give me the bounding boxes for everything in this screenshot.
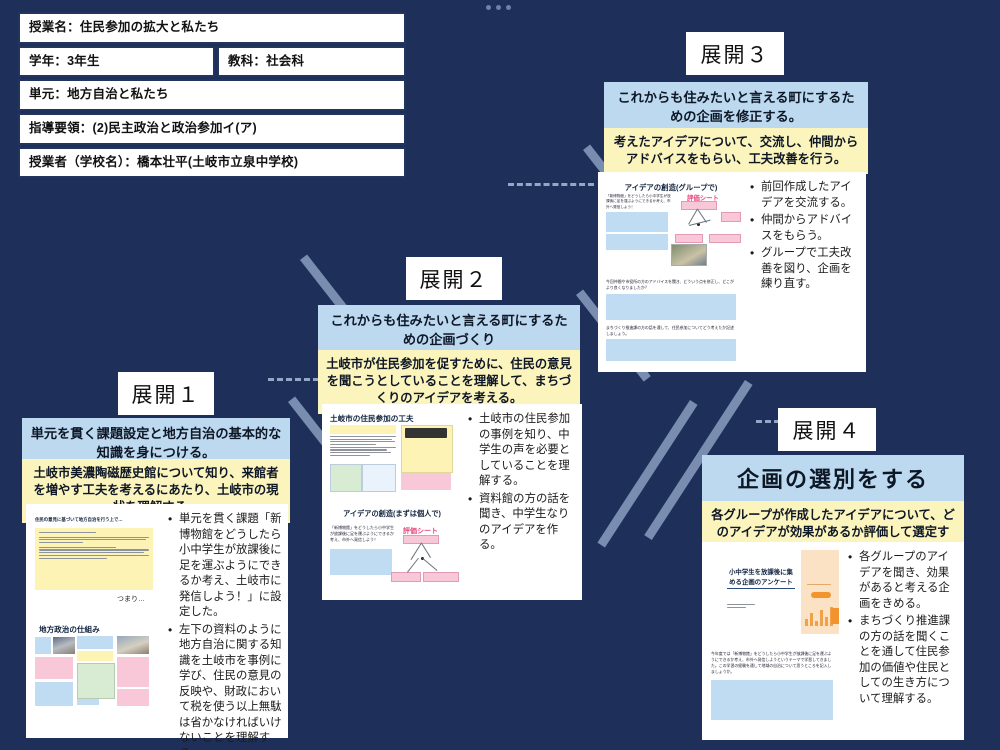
section-3-goal: これからも住みたいと言える町にするための企画を修正する。 — [604, 82, 868, 133]
meta-teacher: 授業者（学校名）：橋本壮平(土岐市立泉中学校) — [18, 146, 406, 179]
bullet-item: 各グループのアイデアを聞き、効果があると考える企画をきめる。 — [848, 549, 958, 612]
slide-thumbnail[interactable]: 土岐市の住民参加の工夫 — [325, 408, 459, 497]
slide-thumbnail[interactable]: アイデアの創造(まずは個人で) 「新博物館」をどうしたら小中学生が放課後に足を運… — [325, 502, 459, 591]
slide-thumbnail[interactable]: 小中学生を放課後に集める企画のアンケート — [705, 546, 839, 638]
dot-3 — [506, 5, 511, 10]
worksheet-question-1: 今年度では「新博物館」をどうしたら小中学生が放課後に足を運ぶようにできるか考え、… — [711, 651, 832, 675]
dot-1 — [486, 5, 491, 10]
bullet-item: 前回作成したアイデアを交流する。 — [750, 179, 860, 211]
slide-title: 土岐市の住民参加の工夫 — [330, 414, 414, 423]
slide-thumbnail[interactable]: 住民の意見に基づいて地方自治を行う上で… つまり… — [29, 508, 159, 612]
meta-subject: 教科：社会科 — [217, 45, 406, 78]
section-3-activity: 考えたアイデアについて、交流し、仲間からアドバイスをもらい、工夫改善を行う。 — [604, 128, 868, 175]
lesson-meta-table: 授業名：住民参加の拡大と私たち 学年：3年生 教科：社会科 単元：地方自治と私た… — [18, 12, 406, 180]
slide-title: アイデアの創造(まずは個人で) — [343, 509, 441, 518]
meta-grade: 学年：3年生 — [18, 45, 215, 78]
meta-row: 指導要領：(2)民主政治と政治参加イ(ア) — [18, 112, 406, 145]
section-4-panel: 小中学生を放課後に集める企画のアンケート — [702, 542, 964, 740]
section-2-bullets: 土岐市の住民参加の事例を知り、中学生の声を必要としていることを理解する。 資料館… — [462, 404, 582, 600]
meta-row: 学年：3年生 教科：社会科 — [18, 45, 406, 78]
meta-guideline: 指導要領：(2)民主政治と政治参加イ(ア) — [18, 112, 406, 145]
meta-row: 授業者（学校名）：橋本壮平(土岐市立泉中学校) — [18, 146, 406, 179]
slide-title: 地方政治の仕組み — [39, 625, 100, 634]
slide-title: アイデアの創造(グループで) — [624, 183, 718, 192]
slide-thumbnail[interactable]: 今年度では「新博物館」をどうしたら小中学生が放課後に足を運ぶようにできるか考え、… — [705, 643, 839, 735]
section-2-thumbnails: 土岐市の住民参加の工夫 — [322, 404, 462, 600]
eval-sheet-label: 評価シート — [687, 195, 719, 202]
bullet-item: まちづくり推進課の方の話を聞くことを通して住民参加の価値や住民としての生き方につ… — [848, 613, 958, 707]
section-1-activity: 土岐市美濃陶磁歴史館について知り、来館者を増やす工夫を考えるにあたり、土岐市の現… — [22, 459, 290, 523]
slide-title: 住民の意見に基づいて地方自治を行う上で… — [35, 517, 123, 522]
bullet-item: グループで工夫改善を図り、企画を練り直す。 — [750, 245, 860, 293]
bullet-item: 左下の資料のように地方自治に関する知識を土岐市を事例に学び、住民の意見の反映や、… — [168, 622, 282, 750]
slide-thumbnail[interactable]: 今回仲間や市役所の方のアドバイスを聞き、どういう点を修正し、どこがより良くなりま… — [601, 273, 741, 365]
meta-lesson-name: 授業名：住民参加の拡大と私たち — [18, 12, 406, 44]
slide-thumbnail[interactable]: 地方政治の仕組み — [29, 617, 159, 721]
section-4-tab: 展開４ — [778, 408, 876, 451]
meta-row: 単元：地方自治と私たち — [18, 79, 406, 111]
top-dots — [486, 5, 511, 10]
survey-bar-chart — [805, 604, 834, 626]
section-1-tab: 展開１ — [118, 372, 214, 415]
connector-1-2 — [268, 378, 346, 381]
bullet-item: 仲間からアドバイスをもらう。 — [750, 212, 860, 244]
worksheet-question-1: 今回仲間や市役所の方のアドバイスを聞き、どういう点を修正し、どこがより良くなりま… — [606, 279, 734, 290]
worksheet-question-2: まちづくり推進課の方の話を通して、住民参加についてどう考えたか記述しましょう。 — [606, 324, 734, 336]
section-1-panel: 住民の意見に基づいて地方自治を行う上で… つまり… — [26, 504, 288, 750]
bullet-item: 資料館の方の話を聞き、中学生なりのアイデアを作る。 — [468, 491, 576, 554]
meta-row: 授業名：住民参加の拡大と私たち — [18, 12, 406, 44]
bullet-item: 単元を貫く課題「新博物館をどうしたら小中学生が放課後に足を運ぶようにできるか考え… — [168, 511, 282, 621]
section-1-bullets: 単元を貫く課題「新博物館をどうしたら小中学生が放課後に足を運ぶようにできるか考え… — [162, 504, 288, 750]
section-4-goal: 企画の選別をする — [702, 455, 964, 505]
slide-thumbnail[interactable]: アイデアの創造(グループで) 「新博物館」をどうしたら小中学生が放課後に足を運ぶ… — [601, 176, 741, 268]
section-3-panel: アイデアの創造(グループで) 「新博物館」をどうしたら小中学生が放課後に足を運ぶ… — [598, 172, 866, 372]
bullet-item: 土岐市の住民参加の事例を知り、中学生の声を必要としていることを理解する。 — [468, 411, 576, 490]
meta-unit: 単元：地方自治と私たち — [18, 79, 406, 111]
section-3-tab: 展開３ — [686, 32, 784, 75]
dot-2 — [496, 5, 501, 10]
section-3-thumbnails: アイデアの創造(グループで) 「新博物館」をどうしたら小中学生が放課後に足を運ぶ… — [598, 172, 744, 372]
slide-footnote: つまり… — [117, 596, 145, 603]
section-2-tab: 展開２ — [406, 257, 502, 300]
eval-sheet-label: 評価シート — [403, 528, 438, 535]
connector-2-3 — [508, 183, 594, 186]
section-2-panel: 土岐市の住民参加の工夫 — [322, 404, 582, 600]
section-4-bullets: 各グループのアイデアを聞き、効果があると考える企画をきめる。 まちづくり推進課の… — [842, 542, 964, 740]
slide-title: 小中学生を放課後に集める企画のアンケート — [727, 568, 795, 590]
section-2-goal: これからも住みたいと言える町にするための企画づくり — [318, 305, 580, 356]
section-2-activity: 土岐市が住民参加を促すために、住民の意見を聞こうとしていることを理解して、まちづ… — [318, 350, 580, 414]
section-4-thumbnails: 小中学生を放課後に集める企画のアンケート — [702, 542, 842, 740]
slide-body: 「新博物館」をどうしたら小中学生が放課後に足を運ぶようにできるか考え、市外へ発信… — [330, 525, 394, 542]
section-1-thumbnails: 住民の意見に基づいて地方自治を行う上で… つまり… — [26, 504, 162, 738]
section-3-bullets: 前回作成したアイデアを交流する。 仲間からアドバイスをもらう。 グループで工夫改… — [744, 172, 866, 372]
